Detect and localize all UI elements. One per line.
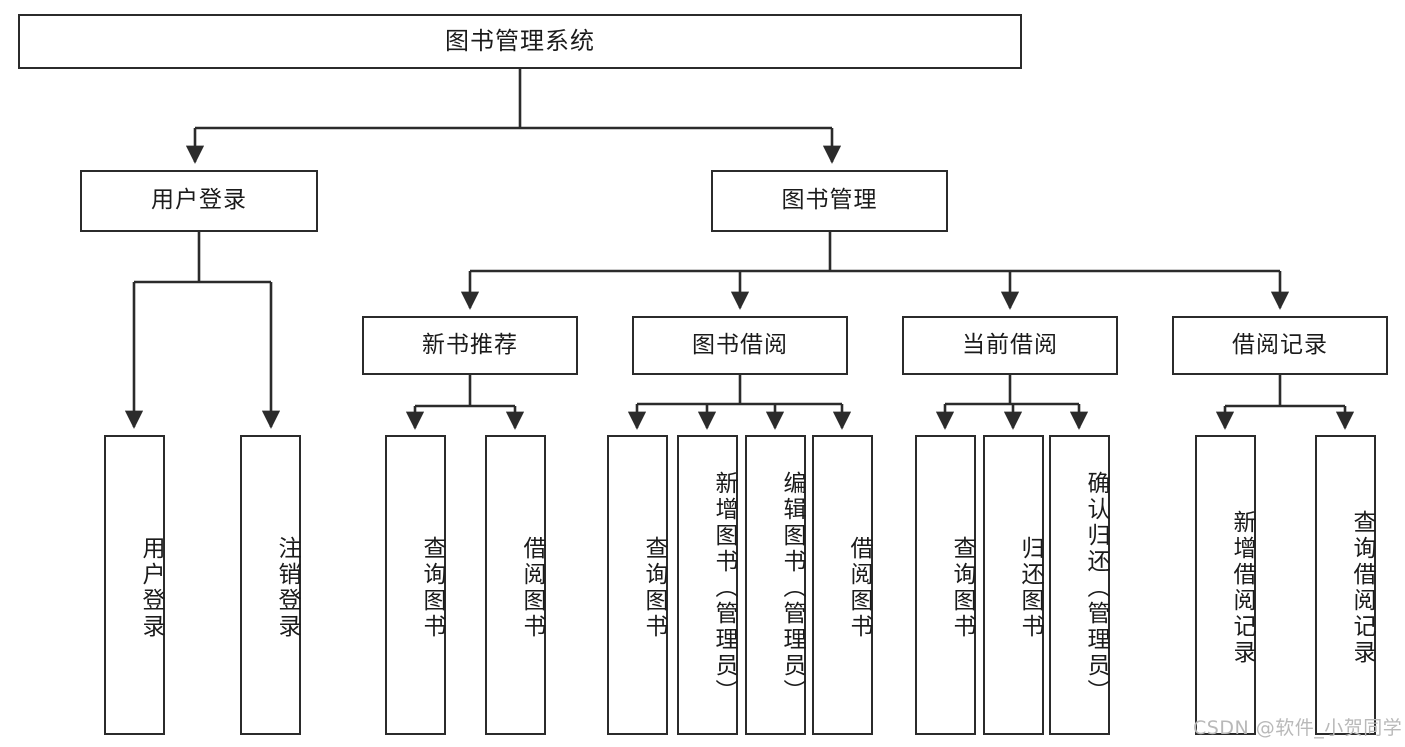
node-new-book-recommend-label: 新书推荐 <box>422 331 518 358</box>
leaf-query-book-current[interactable]: 查询图书 <box>915 435 976 735</box>
leaf-query-book-borrow-label: 查询图书 <box>641 536 667 640</box>
leaf-logout[interactable]: 注销登录 <box>240 435 301 735</box>
leaf-query-book-recommend-label: 查询图书 <box>419 536 445 640</box>
leaf-query-book-recommend[interactable]: 查询图书 <box>385 435 446 735</box>
leaf-borrow-book-recommend[interactable]: 借阅图书 <box>485 435 546 735</box>
leaf-add-borrow-record-label: 新增借阅记录 <box>1229 510 1255 666</box>
leaf-borrow-book-recommend-label: 借阅图书 <box>519 536 545 640</box>
node-book-management-label: 图书管理 <box>781 187 878 214</box>
node-new-book-recommend[interactable]: 新书推荐 <box>362 316 578 375</box>
leaf-logout-label: 注销登录 <box>274 536 300 640</box>
leaf-query-book-borrow[interactable]: 查询图书 <box>607 435 668 735</box>
leaf-borrow-book-label: 借阅图书 <box>846 536 872 640</box>
node-book-borrow-label: 图书借阅 <box>692 331 788 358</box>
leaf-edit-book-admin[interactable]: 编辑图书（管理员） <box>745 435 806 735</box>
leaf-user-login-label: 用户登录 <box>138 536 164 640</box>
node-user-login[interactable]: 用户登录 <box>80 170 318 232</box>
leaf-add-borrow-record[interactable]: 新增借阅记录 <box>1195 435 1256 735</box>
leaf-confirm-return-admin-label: 确认归还（管理员） <box>1083 471 1109 705</box>
node-book-management[interactable]: 图书管理 <box>711 170 948 232</box>
node-borrow-record-label: 借阅记录 <box>1232 331 1328 358</box>
leaf-confirm-return-admin[interactable]: 确认归还（管理员） <box>1049 435 1110 735</box>
leaf-edit-book-admin-label: 编辑图书（管理员） <box>779 471 805 705</box>
leaf-query-borrow-record-label: 查询借阅记录 <box>1349 510 1375 666</box>
leaf-borrow-book[interactable]: 借阅图书 <box>812 435 873 735</box>
node-book-borrow[interactable]: 图书借阅 <box>632 316 848 375</box>
leaf-add-book-admin-label: 新增图书（管理员） <box>711 471 737 705</box>
leaf-return-book[interactable]: 归还图书 <box>983 435 1044 735</box>
node-current-borrow[interactable]: 当前借阅 <box>902 316 1118 375</box>
node-current-borrow-label: 当前借阅 <box>962 331 1058 358</box>
leaf-query-borrow-record[interactable]: 查询借阅记录 <box>1315 435 1376 735</box>
leaf-return-book-label: 归还图书 <box>1017 536 1043 640</box>
node-root[interactable]: 图书管理系统 <box>18 14 1022 69</box>
leaf-query-book-current-label: 查询图书 <box>949 536 975 640</box>
node-root-label: 图书管理系统 <box>445 27 595 56</box>
node-user-login-label: 用户登录 <box>151 187 247 214</box>
node-borrow-record[interactable]: 借阅记录 <box>1172 316 1388 375</box>
leaf-add-book-admin[interactable]: 新增图书（管理员） <box>677 435 738 735</box>
leaf-user-login[interactable]: 用户登录 <box>104 435 165 735</box>
